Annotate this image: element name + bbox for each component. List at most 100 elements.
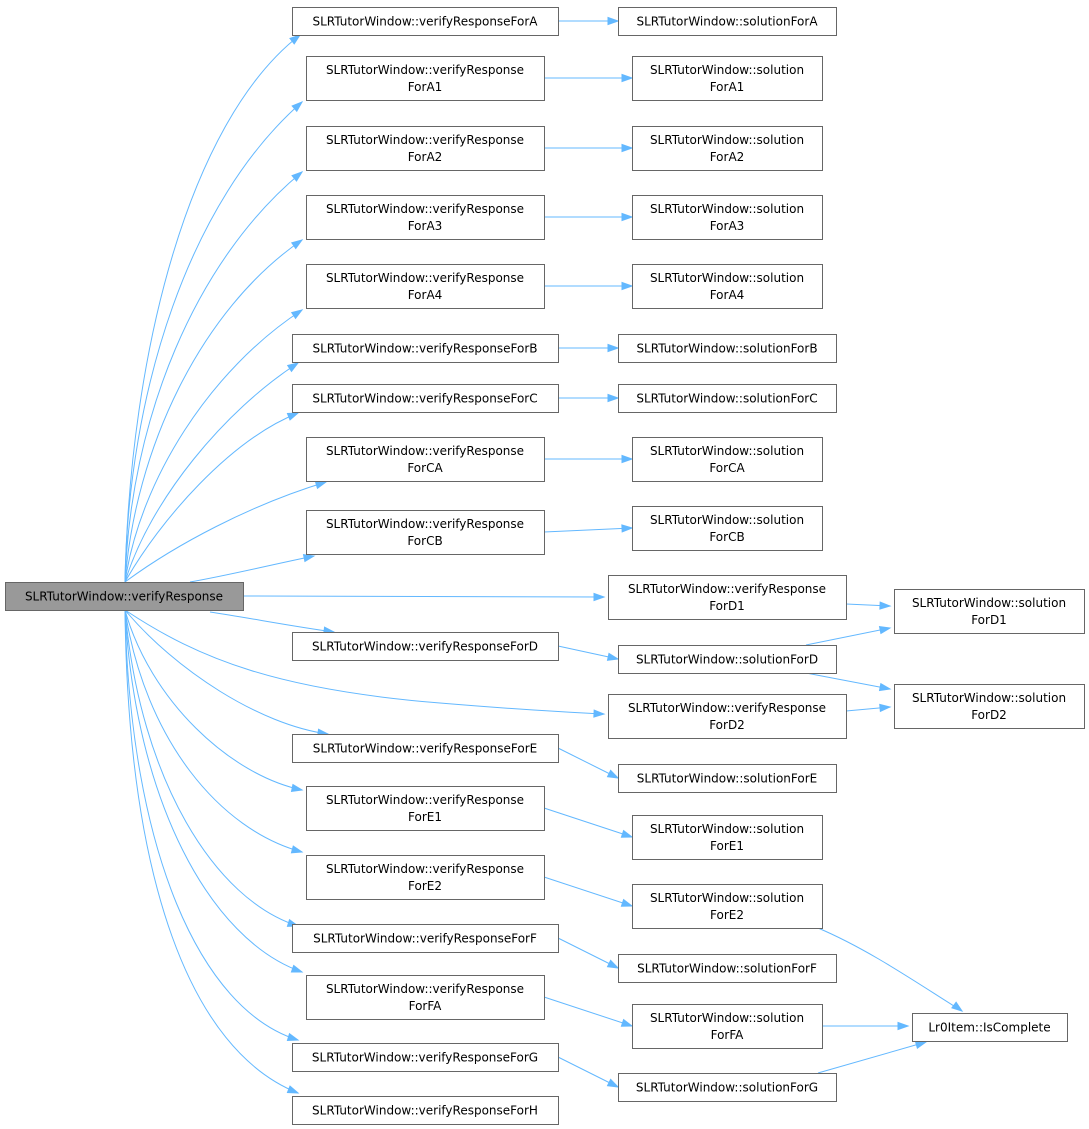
- edge-root-to-vCB-arrowhead: [302, 553, 316, 563]
- node-sB[interactable]: SLRTutorWindow::solutionForB: [618, 334, 837, 363]
- node-vF[interactable]: SLRTutorWindow::verifyResponseForF: [292, 924, 559, 953]
- node-root-box: [5, 582, 244, 611]
- node-sD-box: [618, 645, 837, 674]
- edge-root-to-vB-line: [124, 362, 299, 583]
- node-vH[interactable]: SLRTutorWindow::verifyResponseForH: [292, 1096, 559, 1125]
- edge-root-to-vFA-line: [124, 609, 303, 973]
- node-sFA-box: [632, 1004, 823, 1049]
- node-vA1-label-line-1: SLRTutorWindow::verifyResponse: [326, 63, 524, 77]
- edge-root-to-vA2-line: [124, 171, 303, 583]
- node-vE[interactable]: SLRTutorWindow::verifyResponseForE: [292, 734, 559, 763]
- node-vE-box: [292, 734, 559, 763]
- node-sA[interactable]: SLRTutorWindow::solutionForA: [618, 7, 837, 36]
- node-sC[interactable]: SLRTutorWindow::solutionForC: [618, 384, 837, 413]
- node-sD1-label-line-1: SLRTutorWindow::solution: [912, 596, 1066, 610]
- edge-root-to-vA4-line: [124, 309, 303, 583]
- edge-root-to-vD2-line: [124, 609, 605, 715]
- node-sF[interactable]: SLRTutorWindow::solutionForF: [618, 954, 837, 983]
- node-sG[interactable]: SLRTutorWindow::solutionForG: [618, 1073, 837, 1102]
- edge-root-to-vD1-line: [242, 595, 605, 598]
- node-sA3-label-line-1: SLRTutorWindow::solution: [650, 202, 804, 216]
- node-sA-box: [618, 7, 837, 36]
- node-sE1-label-line-1: SLRTutorWindow::solution: [650, 822, 804, 836]
- node-vB[interactable]: SLRTutorWindow::verifyResponseForB: [292, 334, 559, 363]
- node-sA4-label-line-2: ForA4: [710, 288, 745, 302]
- node-sE2-box: [632, 884, 823, 929]
- edge-vE-to-sE: [557, 747, 620, 779]
- edge-root-to-vFA-arrowhead: [290, 964, 304, 973]
- node-vCB-box: [306, 510, 545, 555]
- node-vD2-label-line-2: ForD2: [709, 718, 745, 732]
- edge-root-to-vC-arrowhead: [286, 412, 300, 421]
- edge-sD-to-sD1-line: [805, 627, 891, 646]
- edge-root-to-vCA-arrowhead: [314, 481, 328, 490]
- node-sA1-label-line-1: SLRTutorWindow::solution: [650, 63, 804, 77]
- node-vG-box: [292, 1043, 559, 1072]
- node-vD2-box: [608, 694, 847, 739]
- node-sD[interactable]: SLRTutorWindow::solutionForD: [618, 645, 837, 674]
- edge-root-to-vA2: [124, 171, 304, 583]
- edge-vA-to-sA: [558, 16, 620, 26]
- node-vFA-box: [306, 975, 545, 1020]
- edge-root-to-vA-line: [124, 34, 301, 583]
- edge-sG-to-lr0-line: [817, 1041, 927, 1074]
- node-vD[interactable]: SLRTutorWindow::verifyResponseForD: [292, 632, 559, 661]
- edge-sG-to-lr0-arrowhead: [914, 1040, 928, 1049]
- edge-sE2-to-lr0: [817, 927, 964, 1012]
- edge-root-to-vA-arrowhead: [289, 34, 302, 45]
- edge-vA1-to-sA1: [544, 73, 634, 83]
- edge-root-to-vE-line: [124, 609, 329, 735]
- node-vC[interactable]: SLRTutorWindow::verifyResponseForC: [292, 384, 559, 413]
- node-vA[interactable]: SLRTutorWindow::verifyResponseForA: [292, 7, 559, 36]
- edge-vG-to-sG: [557, 1056, 620, 1088]
- edge-vF-to-sF-arrowhead: [606, 959, 620, 969]
- edge-root-to-vB: [124, 362, 300, 583]
- edge-root-to-vCB-line: [189, 555, 315, 583]
- node-sE[interactable]: SLRTutorWindow::solutionForE: [618, 764, 837, 793]
- node-sA2-label-line-1: SLRTutorWindow::solution: [650, 133, 804, 147]
- edge-root-to-vD: [209, 611, 336, 635]
- node-vE2-label-line-2: ForE2: [408, 879, 442, 893]
- edge-sD-to-sD2-line: [805, 672, 891, 690]
- node-root[interactable]: SLRTutorWindow::verifyResponse: [5, 582, 244, 611]
- edge-root-to-vH-arrowhead: [286, 1085, 300, 1094]
- node-vG[interactable]: SLRTutorWindow::verifyResponseForG: [292, 1043, 559, 1072]
- edge-root-to-vG-line: [124, 609, 299, 1041]
- edge-vFA-to-sFA-arrowhead: [620, 1018, 634, 1027]
- edge-vE-to-sE-arrowhead: [606, 769, 620, 779]
- node-sG-label-line-1: SLRTutorWindow::solutionForG: [636, 1081, 818, 1095]
- node-lr0-label-line-1: Lr0Item::IsComplete: [928, 1021, 1050, 1035]
- node-vH-box: [292, 1096, 559, 1125]
- node-sA-label-line-1: SLRTutorWindow::solutionForA: [636, 15, 818, 29]
- node-sE1-label-line-2: ForE1: [710, 839, 744, 853]
- edge-sFA-to-lr0-arrowhead: [897, 1021, 910, 1031]
- node-lr0[interactable]: Lr0Item::IsComplete: [912, 1013, 1068, 1042]
- node-sF-box: [618, 954, 837, 983]
- edge-vE1-to-sE1-arrowhead: [620, 829, 634, 838]
- edge-vA4-to-sA4-arrowhead: [621, 281, 634, 291]
- edge-vC-to-sC-arrowhead: [607, 393, 620, 403]
- node-vA3-label-line-2: ForA3: [408, 219, 443, 233]
